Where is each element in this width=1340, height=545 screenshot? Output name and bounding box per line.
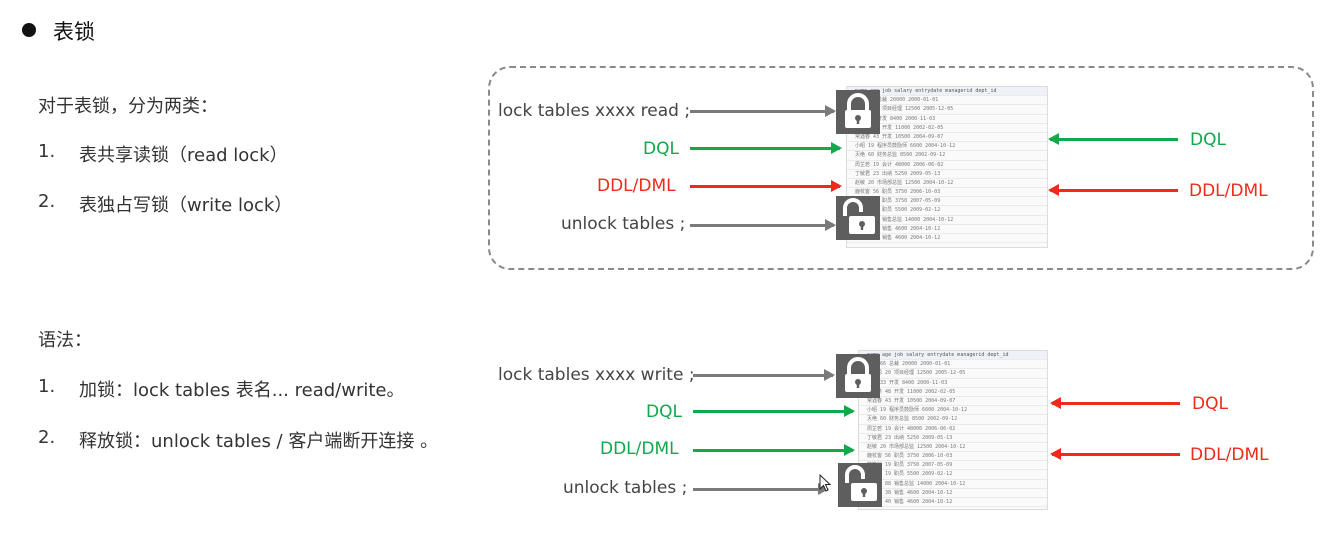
table-row: 金庸 66 总裁 20000 2000-01-01: [847, 96, 1047, 106]
table-row: 杨逍 33 开发 8400 2000-11-03: [847, 115, 1047, 124]
write-unlock-command: unlock tables ;: [563, 478, 688, 498]
table-row: 张无忌 20 项目经理 12500 2005-12-05: [859, 369, 1047, 379]
table-row: 韦一笑 48 开发 11000 2002-02-05: [859, 388, 1047, 397]
section-title: 表锁: [53, 20, 95, 44]
read-unlock-command: unlock tables ;: [561, 214, 686, 234]
table-row: 张三丰 88 销售总监 14000 2004-10-12: [859, 480, 1047, 489]
table-row: 小昭 19 程序员鼓励师 6600 2004-10-12: [859, 406, 1047, 416]
read-ddl-right-arrow: [1048, 184, 1178, 196]
table-row: 杨逍 33 开发 8400 2000-11-03: [859, 379, 1047, 388]
intro-item-1-num: 1.: [38, 141, 56, 162]
read-lock-diagram-frame: [488, 66, 1314, 270]
lock-closed-icon: [836, 90, 880, 134]
read-dql-left-label: DQL: [643, 139, 679, 159]
write-lock-arrow: [693, 369, 835, 381]
read-ddl-left-arrow: [690, 180, 842, 192]
table-row: 俞莲舟 38 销售 4600 2004-10-12: [847, 225, 1047, 234]
bullet-dot-icon: [22, 23, 36, 37]
write-ddl-left-label: DDL/DML: [600, 439, 679, 459]
table-row: 鹤笔翁 19 职员 3750 2007-05-09: [859, 461, 1047, 471]
table-row: 灭绝 60 财务总监 8500 2002-09-12: [847, 151, 1047, 161]
table-row: 方东白 19 职员 5500 2009-02-12: [847, 206, 1047, 216]
syntax-item-2-text: 释放锁：unlock tables / 客户端断开连接 。: [79, 431, 439, 452]
lock-open-icon: [838, 463, 882, 507]
intro-lead: 对于表锁，分为两类：: [38, 96, 218, 117]
table-row: 周芷若 19 会计 48000 2006-06-02: [859, 425, 1047, 434]
table-row: 俞莲舟 38 销售 4600 2004-10-12: [859, 489, 1047, 498]
write-lock-command: lock tables xxxx write ;: [498, 365, 695, 385]
read-dql-left-arrow: [690, 142, 842, 154]
syntax-item-1-num: 1.: [38, 376, 56, 397]
read-dql-right-label: DQL: [1190, 130, 1226, 150]
syntax-lead: 语法：: [38, 330, 92, 351]
table-row: 张无忌 20 项目经理 12500 2005-12-05: [847, 105, 1047, 115]
table-row: 小昭 19 程序员鼓励师 6600 2004-10-12: [847, 142, 1047, 152]
write-ddl-left-arrow: [693, 444, 855, 456]
table-row: 灭绝 60 财务总监 8500 2002-09-12: [859, 415, 1047, 425]
table-row: 方东白 19 职员 5500 2009-02-12: [859, 470, 1047, 480]
write-dql-right-label: DQL: [1192, 394, 1228, 414]
read-lock-arrow: [690, 105, 836, 117]
syntax-item-2-num: 2.: [38, 427, 56, 448]
lock-open-icon: [836, 196, 880, 240]
read-dql-right-arrow: [1048, 133, 1178, 145]
table-header-row: name age job salary entrydate managerid …: [847, 87, 1047, 97]
write-ddl-right-arrow: [1050, 448, 1180, 460]
table-row: 丁敏君 23 出纳 5250 2009-05-13: [859, 434, 1047, 443]
table-row: 金庸 66 总裁 20000 2000-01-01: [859, 360, 1047, 370]
table-row: 赵敏 20 市场部总监 12500 2004-10-12: [859, 443, 1047, 453]
write-dql-right-arrow: [1050, 397, 1180, 409]
table-row: 张三丰 88 销售总监 14000 2004-10-12: [847, 216, 1047, 225]
table-row: 周芷若 19 会计 48000 2006-06-02: [847, 161, 1047, 170]
table-thumbnail-write: name age job salary entrydate managerid …: [858, 350, 1048, 510]
table-row: 鹿杖客 56 职员 3750 2006-10-03: [847, 188, 1047, 198]
read-ddl-right-label: DDL/DML: [1189, 181, 1268, 201]
table-row: 常遇春 43 开发 10500 2004-09-07: [859, 397, 1047, 407]
table-row: 韦一笑 48 开发 11000 2002-02-05: [847, 124, 1047, 133]
syntax-item-1-text: 加锁：lock tables 表名... read/write。: [79, 380, 405, 401]
mouse-cursor-icon: [819, 474, 832, 492]
read-ddl-left-label: DDL/DML: [597, 176, 676, 196]
intro-item-2-text: 表独占写锁（write lock）: [79, 195, 293, 216]
table-header-row: name age job salary entrydate managerid …: [859, 351, 1047, 361]
table-row: 宋远桥 40 销售 4600 2004-10-12: [847, 234, 1047, 244]
table-row: 赵敏 20 市场部总监 12500 2004-10-12: [847, 179, 1047, 189]
intro-item-1-text: 表共享读锁（read lock）: [79, 145, 288, 166]
write-dql-left-label: DQL: [646, 402, 682, 422]
intro-item-2-num: 2.: [38, 191, 56, 212]
table-row: 鹿杖客 56 职员 3750 2006-10-03: [859, 452, 1047, 462]
table-row: 宋远桥 40 销售 4600 2004-10-12: [859, 498, 1047, 508]
write-dql-left-arrow: [693, 405, 855, 417]
read-unlock-arrow: [690, 219, 836, 231]
table-row: 常遇春 43 开发 10500 2004-09-07: [847, 133, 1047, 143]
lock-closed-icon: [836, 354, 880, 398]
table-row: 丁敏君 23 出纳 5250 2009-05-13: [847, 170, 1047, 179]
table-row: 鹤笔翁 19 职员 3750 2007-05-09: [847, 197, 1047, 207]
read-lock-command: lock tables xxxx read ;: [498, 101, 691, 121]
write-ddl-right-label: DDL/DML: [1190, 445, 1269, 465]
write-unlock-arrow: [693, 483, 829, 495]
